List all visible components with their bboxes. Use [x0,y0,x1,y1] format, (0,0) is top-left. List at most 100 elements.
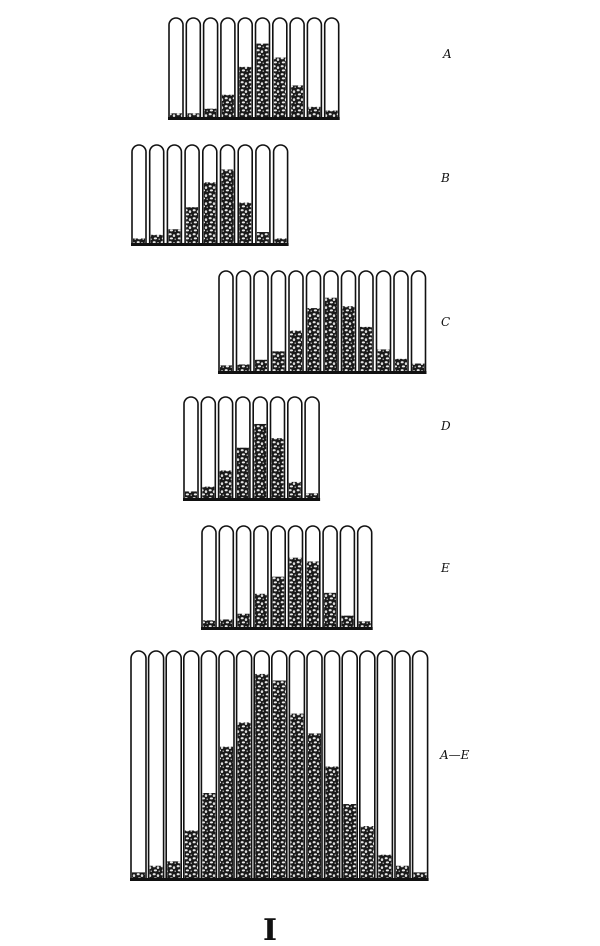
tube-outline [202,17,219,118]
tube-fill [412,363,425,372]
tube-fill [273,57,286,118]
tube-fill [237,722,251,879]
tube [269,396,286,499]
tube-fill [204,108,217,118]
rack-base [131,243,289,246]
panel-a-e-combined [130,650,429,881]
tube-fill [274,238,287,244]
tube-outline [305,525,321,628]
tube-outline [375,270,392,372]
tube-fill [378,854,392,879]
tube-outline [305,270,322,372]
tube-fill [395,358,407,372]
tube [356,525,373,628]
tube-outline [220,17,236,118]
tube-fill [255,359,267,372]
tube-fill [396,865,409,879]
tube-outline [269,396,286,499]
tube [272,17,288,118]
tube-fill [413,872,427,879]
tube-fill [133,238,145,244]
panel-label-b: B [440,171,450,185]
tube-outline [131,144,147,244]
tube [147,650,165,879]
tube-fill [236,447,249,499]
tube [272,144,289,244]
tube-outline [287,525,304,628]
tube-fill [307,308,320,372]
tube [306,650,323,879]
panel-e [201,525,373,630]
tube-fill [272,351,285,372]
tube-outline [289,17,305,118]
tube-outline [218,650,235,879]
tube [323,17,340,118]
tube [288,650,306,879]
tube-outline [288,650,306,879]
tube [235,270,252,372]
panel-label-a: A [442,47,452,61]
panel-label-c: C [441,315,450,329]
tube-fill [237,613,250,628]
tube [323,270,339,372]
panel-a [168,17,340,120]
tube-fill [360,326,372,372]
tube-outline [184,144,200,244]
tube-fill [272,576,285,628]
rack-base [168,117,340,120]
tube-fill [256,43,269,118]
panel-label-a-e: A—E [439,748,470,762]
tube-fill [308,106,321,118]
tube-fill [220,619,233,628]
tube [359,650,376,879]
tube-fill [203,182,216,244]
panel-b [131,144,289,246]
tube [202,144,218,244]
tube-outline [219,144,236,244]
tube [218,650,235,879]
tube-fill [291,85,304,118]
tube-fill [256,232,269,244]
tube-outline [253,650,270,879]
tube-outline [339,525,356,628]
tube-outline [394,650,411,879]
tube-outline [272,17,288,118]
tube-outline [183,396,199,499]
tube [288,270,304,372]
tube-fill [150,234,163,244]
tube [341,650,358,879]
tube [183,650,200,879]
tube [289,17,305,118]
tube-outline [237,17,253,118]
tube-outline [306,17,323,118]
tube [166,144,183,244]
tube-outline [304,396,320,499]
tube-fill [254,423,267,499]
tube [168,17,184,118]
tube-outline [235,396,251,499]
panel-label-d: D [440,419,451,433]
tube [252,396,268,499]
tube [270,270,287,372]
tube [217,396,234,499]
tube-fill [220,365,232,372]
figure-number: I [263,913,277,946]
tube [393,270,409,372]
tube-fill [324,592,337,628]
tube [218,270,234,372]
rack-base [201,627,373,630]
tube-fill [221,169,234,244]
tube-fill [306,561,319,628]
tube-fill [288,481,301,499]
tube [237,144,253,244]
tube-fill [341,615,354,628]
tube-fill [219,470,232,499]
tube [305,525,321,628]
tube-fill [290,330,302,372]
tube-outline [254,17,271,118]
tube-fill [289,557,302,628]
tube [185,17,202,118]
tube-outline [237,144,253,244]
tube-outline [252,396,268,499]
